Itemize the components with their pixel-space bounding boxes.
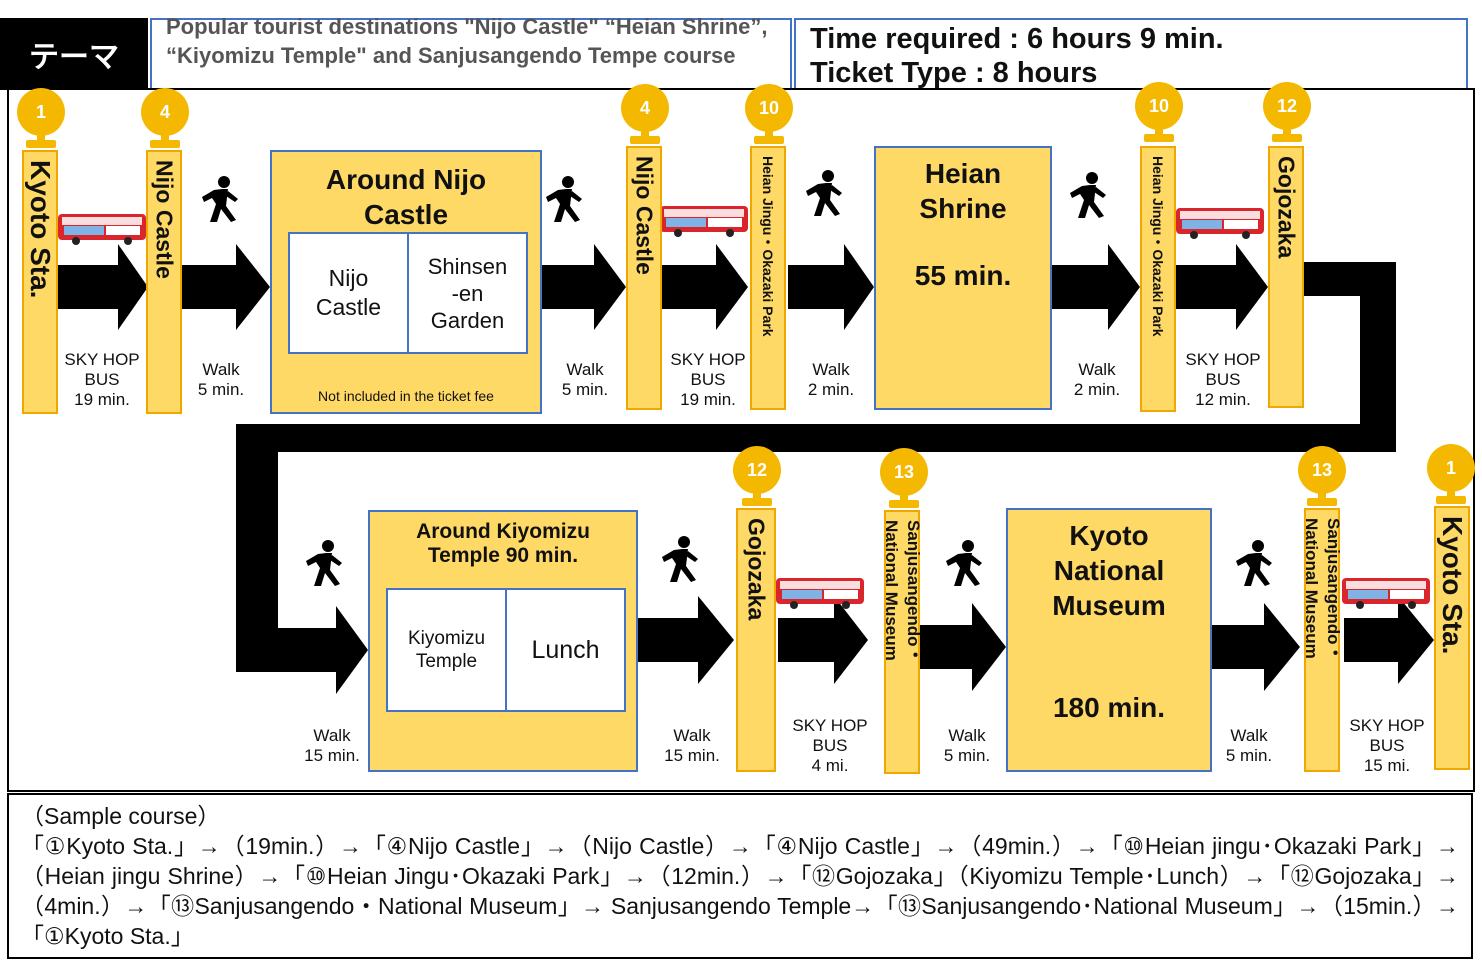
activity-nijo-castle: Nijo Castle: [315, 265, 382, 320]
heian-shrine-box: Heian Shrine 55 min.: [874, 146, 1052, 410]
arrow-right-icon: [540, 244, 626, 330]
bus-stop-pin-icon: 10: [1135, 82, 1183, 142]
course-title: Popular tourist destinations "Nijo Castl…: [150, 14, 792, 90]
bus-stop-pin-icon: 1: [17, 88, 65, 148]
stop-heian-jingu: Heian Jingu・Okazaki Park: [750, 146, 786, 410]
bus-stop-pin-icon: 13: [1298, 446, 1346, 506]
stop-gojozaka: Gojozaka: [1268, 146, 1304, 408]
activity-lunch: Lunch: [505, 590, 624, 710]
stop-nijo-castle-return: Nijo Castle: [626, 146, 662, 410]
bus-stop-pin-icon: 4: [621, 84, 669, 144]
stop-sanjusangendo: Sanjusangendo・ National Museum: [882, 510, 923, 774]
walking-person-icon: [1070, 172, 1106, 218]
ticket-fee-note: Not included in the ticket fee: [318, 388, 494, 404]
sky-hop-bus-icon: [660, 206, 748, 237]
bus-leg-caption: SKY HOP BUS 19 min.: [670, 350, 746, 409]
bus-leg-caption: SKY HOP BUS 12 min.: [1185, 350, 1261, 409]
arrow-right-icon: [58, 244, 148, 330]
arrow-right-icon: [662, 244, 748, 330]
walk-caption: Walk 2 min.: [1073, 360, 1121, 399]
walk-caption: Walk 15 min.: [304, 726, 360, 765]
activity-shinsen-en-garden: Shinsen -en Garden: [407, 234, 526, 352]
museum-box-title: Kyoto National Museum: [1052, 520, 1166, 621]
walk-caption: Walk 5 min.: [561, 360, 609, 399]
theme-label: テーマ: [0, 18, 148, 90]
kiyomizu-area-box: Around Kiyomizu Temple 90 min. Kiyomizu …: [368, 510, 638, 772]
walk-caption: Walk 5 min.: [943, 726, 991, 765]
museum-duration: 180 min.: [1052, 692, 1166, 723]
stop-gojozaka-return: Gojozaka: [736, 508, 776, 772]
stop-sanjusangendo-return: Sanjusangendo・ National Museum: [1302, 508, 1343, 772]
route-diagram-frame: [7, 88, 1475, 792]
walk-caption: Walk 15 min.: [664, 726, 720, 765]
walking-person-icon: [202, 176, 238, 222]
arrow-right-icon: [1176, 244, 1268, 330]
sky-hop-bus-icon: [1176, 208, 1264, 239]
heian-box-title: Heian Shrine: [919, 158, 1007, 224]
sample-course-heading: （Sample course）: [21, 803, 221, 829]
arrow-right-icon: [236, 606, 368, 694]
walking-person-icon: [806, 170, 842, 216]
bus-stop-pin-icon: 13: [880, 448, 928, 508]
stop-kyoto-station: Kyoto Sta.: [22, 150, 58, 414]
sky-hop-bus-icon: [1342, 578, 1430, 609]
stop-nijo-castle: Nijo Castle: [146, 150, 182, 414]
bus-leg-caption: SKY HOP BUS 15 mi.: [1349, 716, 1425, 775]
arrow-right-icon: [788, 244, 874, 330]
sky-hop-bus-icon: [776, 578, 864, 609]
arrow-right-icon: [1052, 244, 1140, 330]
walking-person-icon: [306, 540, 342, 586]
nijo-box-title: Around Nijo Castle: [325, 164, 487, 230]
bus-stop-pin-icon: 10: [745, 84, 793, 144]
walk-caption: Walk 5 min.: [1225, 726, 1273, 765]
walking-person-icon: [946, 540, 982, 586]
walking-person-icon: [1236, 540, 1272, 586]
kiyomizu-box-title: Around Kiyomizu Temple 90 min.: [416, 520, 590, 567]
sky-hop-bus-icon: [58, 214, 146, 245]
sample-course-text: 「①Kyoto Sta.」→（19min.）→「④Nijo Castle」→（N…: [21, 833, 1459, 949]
walk-caption: Walk 2 min.: [807, 360, 855, 399]
walk-caption: Walk 5 min.: [197, 360, 245, 399]
activity-kiyomizu-temple: Kiyomizu Temple: [407, 628, 486, 672]
bus-leg-caption: SKY HOP BUS 19 min.: [64, 350, 140, 409]
bus-leg-caption: SKY HOP BUS 4 mi.: [792, 716, 868, 775]
arrow-right-icon: [1212, 603, 1300, 691]
ticket-type: Ticket Type : 8 hours: [810, 57, 1098, 89]
bus-stop-pin-icon: 4: [141, 88, 189, 148]
arrow-right-icon: [182, 244, 270, 330]
nijo-box-activities: Nijo Castle Shinsen -en Garden: [288, 232, 528, 354]
kiyomizu-box-activities: Kiyomizu Temple Lunch: [386, 588, 626, 712]
walking-person-icon: [662, 536, 698, 582]
time-info-box: Time required : 6 hours 9 min. Ticket Ty…: [794, 18, 1468, 90]
arrow-right-icon: [638, 596, 734, 684]
sample-course-box: （Sample course） 「①Kyoto Sta.」→（19min.）→「…: [7, 793, 1473, 959]
time-required: Time required : 6 hours 9 min.: [810, 23, 1224, 55]
arrow-right-icon: [918, 603, 1006, 691]
kyoto-national-museum-box: Kyoto National Museum 180 min.: [1006, 508, 1212, 772]
arrow-right-icon: [778, 596, 868, 684]
walking-person-icon: [546, 176, 582, 222]
stop-kyoto-station-return: Kyoto Sta.: [1434, 506, 1470, 770]
nijo-castle-area-box: Around Nijo Castle Nijo Castle Shinsen -…: [270, 150, 542, 414]
stop-heian-jingu-return: Heian Jingu・Okazaki Park: [1140, 146, 1176, 412]
heian-duration: 55 min.: [914, 260, 1012, 291]
bus-stop-pin-icon: 12: [733, 446, 781, 506]
bus-stop-pin-icon: 12: [1263, 82, 1311, 142]
bus-stop-pin-icon: 1: [1427, 444, 1475, 504]
arrow-right-icon: [1344, 596, 1434, 684]
